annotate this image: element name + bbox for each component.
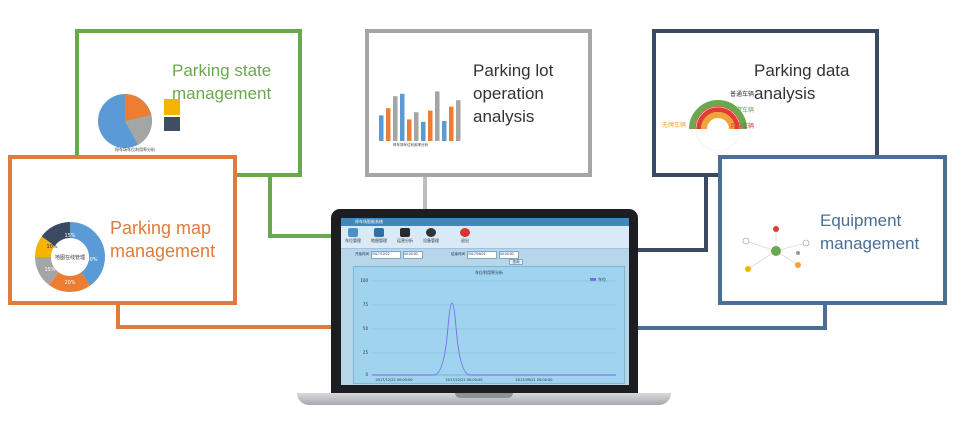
camera-tile-icon [164, 99, 180, 115]
chart-icon [400, 228, 410, 237]
lot-bar [414, 112, 419, 141]
network-node [773, 226, 779, 232]
start-date-field[interactable]: 2017/12/22 [371, 251, 401, 259]
laptop-notch [455, 393, 513, 398]
end-date-field[interactable]: 2017/09/21 [467, 251, 497, 259]
lot-bar [442, 121, 447, 141]
end-time-field[interactable]: 00:00:00 [499, 251, 519, 259]
usage-series-line [372, 302, 616, 376]
toolbar-button-equipment[interactable]: 设备管理 [419, 228, 443, 247]
y-tick: 100 [360, 278, 368, 283]
x-tick: 2017/09/21 00:00:00 [515, 378, 552, 382]
donut-gray [35, 222, 105, 292]
lot-bar [393, 96, 398, 141]
donut-label-15b: 15% [44, 267, 55, 273]
start-time-field[interactable]: 00:00:00 [403, 251, 423, 259]
arc-label-police: 军警车辆 [730, 107, 755, 114]
window-title: 停车场智能系统 [341, 218, 629, 226]
donut-label-20: 20% [64, 280, 75, 286]
parking-lot-label: Parking lot operation analysis [473, 61, 554, 126]
state-thumbnail-caption: 停车场车位利用率分析 [115, 147, 155, 152]
pie-slice-orange [125, 94, 151, 121]
donut-navy [35, 222, 105, 292]
usage-chart-title: 车位利用率分析 [475, 269, 503, 275]
network-node [802, 239, 810, 247]
toolbar-button-map[interactable]: 地图管理 [367, 228, 391, 247]
lot-bar [456, 100, 461, 141]
arc-orange [701, 112, 735, 130]
parking-data-label: Parking data analysis [754, 61, 850, 103]
y-tick: 25 [363, 350, 369, 355]
parking-map-card: 15% 10% 40% 20% 15% 地图在线管理 Parking map m… [8, 155, 237, 305]
equipment-label: Equipment management [820, 211, 920, 253]
donut-label-10: 10% [46, 244, 57, 250]
start-label: 开始时间 [355, 252, 369, 256]
lot-bar [407, 119, 412, 141]
parking-lot-card: 停车场车位利用率分析 Parking lot operation analysi… [365, 29, 592, 177]
parking-state-card: 停车场车位利用率分析 Parking state management [75, 29, 302, 177]
lot-bar-chart [379, 91, 461, 141]
network-link [745, 240, 777, 252]
legend-swatch [590, 278, 596, 281]
donut-orange [35, 222, 105, 292]
donut-center-label: 地图在线管理 [55, 254, 85, 261]
lot-bar [400, 93, 405, 141]
toolbar-button-exit[interactable]: 退出 [453, 228, 477, 247]
end-label: 结束时间 [451, 252, 465, 256]
usage-chart-svg: 车位利用率分析 车位 100 75 50 25 0 2017/12/22 00:… [360, 269, 616, 382]
lot-bar [421, 121, 426, 141]
lot-bar [386, 108, 391, 141]
lot-thumbnail-caption: 停车场车位利用率分析 [393, 143, 428, 147]
y-tick: 75 [363, 302, 369, 307]
x-tick: 2017/12/21 00:00:00 [445, 378, 482, 382]
network-node [742, 237, 750, 245]
laptop-base [297, 393, 671, 405]
network-node [796, 251, 800, 255]
map-donut-chart: 15% 10% 40% 20% 15% 地图在线管理 [35, 222, 105, 292]
pie-slice-gray [125, 115, 152, 145]
arc-label-unlicensed: 无牌车辆 [662, 122, 687, 129]
parking-icon [348, 228, 358, 237]
equipment-card: Equipment management [718, 155, 947, 305]
legend-label: 车位 [598, 276, 606, 282]
lot-bar [428, 110, 433, 141]
equipment-network-diagram [742, 226, 810, 272]
network-link [747, 250, 777, 270]
filter-bar: 开始时间 2017/12/22 00:00:00 结束时间 2017/09/21… [341, 249, 629, 265]
parking-map-label: Parking map management [110, 218, 216, 261]
network-node [795, 262, 801, 268]
laptop-screen: 停车场智能系统 车位管理 地图管理 运营分析 设备管理 退出 开始时间 2017… [341, 218, 629, 385]
lot-bar [449, 106, 454, 141]
query-button[interactable]: 查询 [509, 259, 523, 265]
y-tick: 0 [365, 372, 368, 377]
arc-guide [695, 106, 741, 152]
arc-label-normal: 普通车辆 [730, 91, 755, 98]
network-hub [771, 246, 781, 256]
usage-chart: 车位利用率分析 车位 100 75 50 25 0 2017/12/22 00:… [353, 266, 625, 384]
lot-bar [379, 115, 384, 141]
network-link [775, 242, 807, 252]
map-icon [374, 228, 384, 237]
data-arc-chart [689, 100, 747, 152]
arc-label-monthly: 月卡车辆 [730, 123, 755, 130]
toolbar-button-space[interactable]: 车位管理 [341, 228, 365, 247]
state-pie-chart [98, 94, 152, 148]
donut-label-40: 40% [86, 257, 97, 263]
toolbar-button-operation[interactable]: 运营分析 [393, 228, 417, 247]
lot-bar [435, 91, 440, 141]
parking-state-label: Parking state management [172, 61, 272, 103]
power-icon [460, 228, 470, 237]
donut-label-15: 15% [64, 233, 75, 239]
y-tick: 50 [363, 326, 369, 331]
user-icon [426, 228, 436, 237]
arc-red [695, 106, 741, 130]
arc-green [689, 100, 747, 130]
toolbar: 车位管理 地图管理 运营分析 设备管理 退出 [341, 226, 629, 249]
parking-data-card: 普通车辆 无牌车辆 军警车辆 月卡车辆 Parking data analysi… [652, 29, 879, 177]
x-tick: 2017/12/22 00:00:00 [375, 378, 412, 382]
monitor-tile-icon [164, 117, 180, 131]
network-node [745, 266, 751, 272]
